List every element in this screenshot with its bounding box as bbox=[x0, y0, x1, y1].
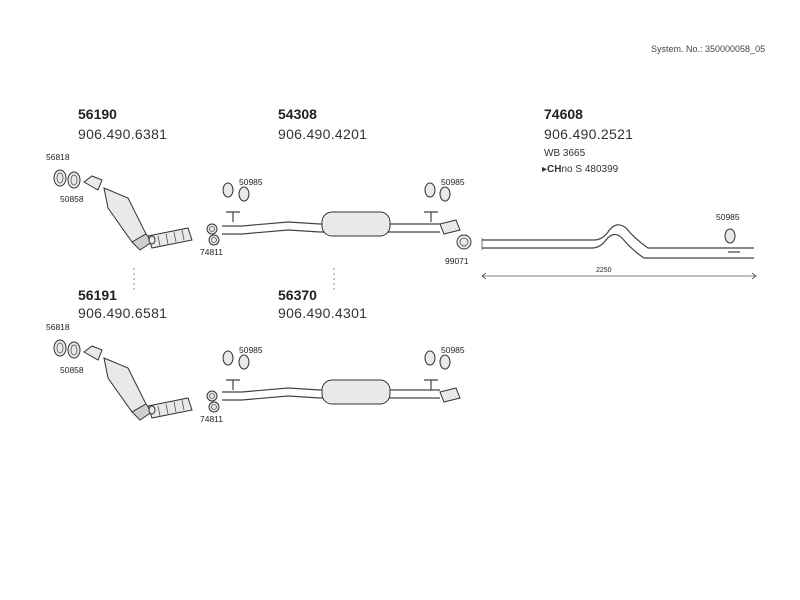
gasket-56818-bottom-icon bbox=[53, 339, 81, 359]
label-clamp-99071: 99071 bbox=[445, 256, 469, 266]
hanger-50985-d-icon bbox=[222, 350, 250, 390]
label-gasket-56818-top: 56818 bbox=[46, 152, 70, 162]
wb-number: WB 3665 bbox=[544, 148, 586, 159]
oem-number-56370: 906.490.4301 bbox=[278, 305, 368, 321]
label-dimension-2250: 2250 bbox=[596, 267, 612, 274]
ch-number: ▸CHno S 480399 bbox=[542, 164, 618, 175]
hanger-50985-a-icon bbox=[222, 182, 250, 222]
part-number-74608: 74608 bbox=[544, 106, 583, 122]
clamp-74811-top-icon bbox=[206, 223, 220, 246]
label-ring-50858-bottom: 50858 bbox=[60, 365, 84, 375]
oem-number-56191: 906.490.6581 bbox=[78, 305, 168, 321]
oem-number-74608: 906.490.2521 bbox=[544, 126, 634, 142]
part-number-54308: 54308 bbox=[278, 106, 317, 122]
gasket-56818-top-icon bbox=[53, 169, 81, 189]
label-hanger-50985-b: 50985 bbox=[441, 177, 465, 187]
ch-prefix: CH bbox=[547, 164, 562, 175]
dimension-line-icon bbox=[481, 272, 757, 280]
tail-pipe-icon bbox=[481, 224, 754, 259]
oem-number-56190: 906.490.6381 bbox=[78, 126, 168, 142]
system-number: System. No.: 350000058_05 bbox=[651, 44, 766, 54]
label-gasket-56818-bottom: 56818 bbox=[46, 322, 70, 332]
hanger-50985-c-icon bbox=[724, 228, 740, 253]
center-pipe-bottom-icon bbox=[222, 379, 461, 405]
catalytic-converter-bottom-icon bbox=[83, 345, 193, 421]
label-hanger-50985-e: 50985 bbox=[441, 345, 465, 355]
label-ring-50858-top: 50858 bbox=[60, 194, 84, 204]
label-clamp-74811-top: 74811 bbox=[200, 247, 224, 257]
ch-suffix: no S 480399 bbox=[561, 164, 619, 175]
catalytic-converter-top-icon bbox=[83, 175, 193, 251]
label-clamp-74811-bottom: 74811 bbox=[200, 414, 224, 424]
center-pipe-top-icon bbox=[222, 211, 461, 237]
part-number-56190: 56190 bbox=[78, 106, 117, 122]
label-hanger-50985-d: 50985 bbox=[239, 345, 263, 355]
part-number-56191: 56191 bbox=[78, 287, 117, 303]
oem-number-54308: 906.490.4201 bbox=[278, 126, 368, 142]
clamp-99071-icon bbox=[456, 234, 472, 250]
hanger-50985-b-icon bbox=[424, 182, 451, 222]
label-hanger-50985-a: 50985 bbox=[239, 177, 263, 187]
hanger-50985-e-icon bbox=[424, 350, 451, 390]
part-number-56370: 56370 bbox=[278, 287, 317, 303]
clamp-74811-bottom-icon bbox=[206, 390, 220, 413]
arrow-icon: ▸ bbox=[542, 164, 548, 175]
label-hanger-50985-c: 50985 bbox=[716, 212, 740, 222]
